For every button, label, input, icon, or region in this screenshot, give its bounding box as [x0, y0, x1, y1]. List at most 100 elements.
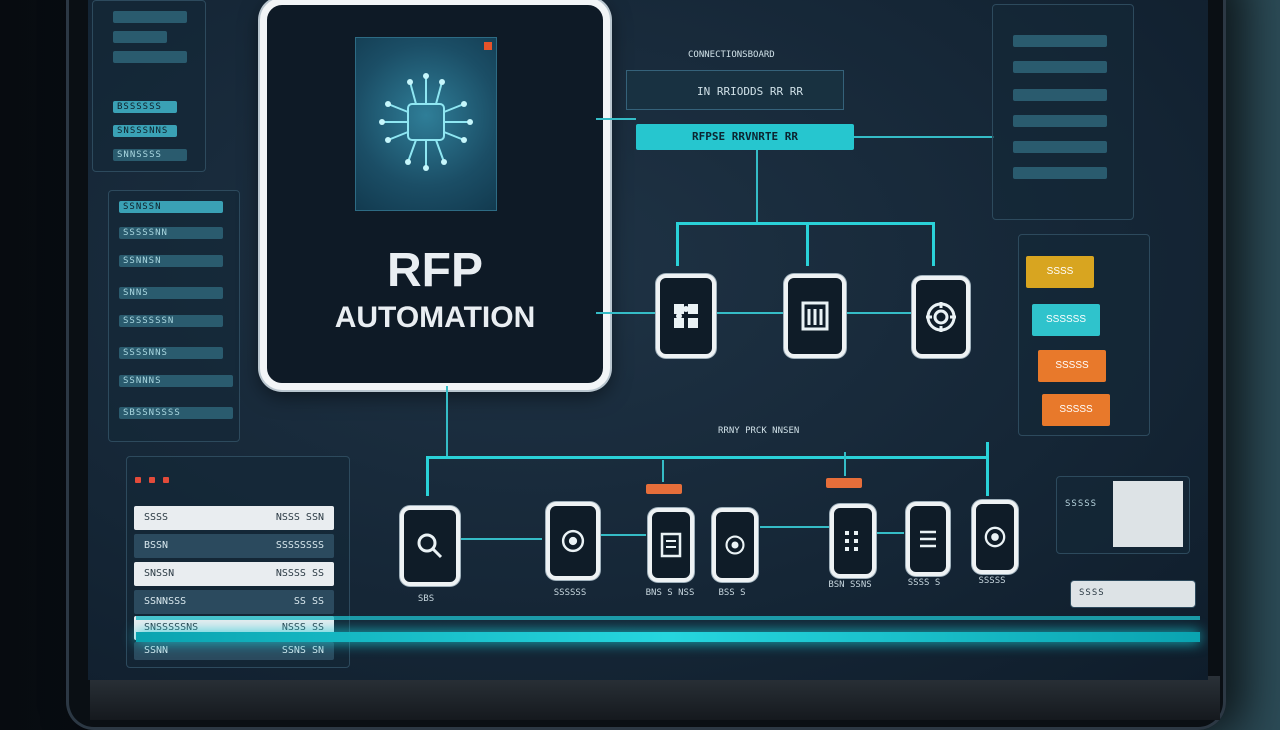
- connector-line: [844, 452, 846, 476]
- slider-row[interactable]: [1013, 61, 1107, 73]
- status-tag: [826, 478, 862, 488]
- connector-line: [662, 460, 664, 482]
- status-tag: [646, 484, 682, 494]
- gear-icon: [725, 535, 745, 555]
- connector-line: [854, 136, 994, 138]
- step-node-document[interactable]: [830, 504, 876, 578]
- step-label: BNS S NSS: [645, 588, 695, 598]
- connector-line: [676, 222, 679, 266]
- panel-row[interactable]: SSNSSN: [119, 201, 223, 213]
- header-box-text: IN RRIODDS RR RR: [697, 85, 803, 98]
- connector-line: [716, 312, 784, 314]
- connector-line: [596, 312, 656, 314]
- panel-row[interactable]: SSSSNNS: [119, 347, 223, 359]
- card-subtitle: AUTOMATION: [334, 301, 536, 334]
- slider-row[interactable]: [1013, 115, 1107, 127]
- monitor-base: [90, 676, 1220, 720]
- panel-row[interactable]: BSSSSSS: [113, 101, 177, 113]
- action-button-yellow[interactable]: SSSS: [1026, 256, 1094, 288]
- puzzle-icon: [674, 304, 698, 328]
- panel-row[interactable]: SSNNNS: [119, 375, 233, 387]
- table-row[interactable]: SSNN SSNS SN: [134, 642, 334, 660]
- step-label: BSS S: [718, 588, 746, 598]
- panel-row[interactable]: [113, 31, 167, 43]
- alert-icon: [135, 477, 141, 483]
- monitor-screen: BSSSSSS SNSSSNNS SNNSSSS SSNSSN SSSSSNN …: [88, 0, 1208, 680]
- panel-row[interactable]: SSSSSSSN: [119, 315, 223, 327]
- header-box[interactable]: IN RRIODDS RR RR: [626, 70, 844, 110]
- connector-line: [426, 456, 429, 496]
- slider-row[interactable]: [1013, 141, 1107, 153]
- connector-line: [426, 456, 988, 459]
- ai-chip-icon: [355, 37, 497, 211]
- connector-line: [596, 118, 636, 120]
- panel-row[interactable]: SNNSSSS: [113, 149, 187, 161]
- table-row[interactable]: SNSSN NSSSS SS: [134, 562, 334, 586]
- preview-box[interactable]: [1113, 481, 1183, 547]
- right-bottom-panel: SSSSS: [1056, 476, 1190, 554]
- step-node-gear[interactable]: [546, 502, 600, 580]
- search-icon: [417, 533, 443, 559]
- highlight-box-text: RFPSE RRVNRTE RR: [692, 130, 798, 143]
- table-row[interactable]: SSSS NSSS SSN: [134, 506, 334, 530]
- table-row[interactable]: SSNNSSS SS SS: [134, 590, 334, 614]
- gear-icon: [984, 526, 1006, 548]
- panel-row[interactable]: SBSSNSSSS: [119, 407, 233, 419]
- action-button-orange[interactable]: SSSSS: [1038, 350, 1106, 382]
- connector-line: [756, 150, 758, 222]
- right-bottom-left-label: SSSSS: [1065, 499, 1098, 509]
- panel-row[interactable]: [113, 11, 187, 23]
- right-footer-label: SSSS: [1079, 588, 1105, 598]
- screen-divider: [136, 616, 1200, 620]
- header-label: CONNECTIONSBOARD: [688, 50, 775, 60]
- lower-flow-header: RRNY PRCK NNSEN: [718, 426, 800, 436]
- dashboard-icon: [660, 532, 682, 558]
- gear-icon: [561, 529, 585, 553]
- step-label: BSN SSNS: [828, 580, 872, 590]
- step-node-checklist[interactable]: [906, 502, 950, 576]
- connector-line: [932, 222, 935, 266]
- highlight-box[interactable]: RFPSE RRVNRTE RR: [636, 124, 854, 150]
- process-node-document[interactable]: [784, 274, 846, 358]
- rfp-automation-card[interactable]: RFP AUTOMATION: [260, 0, 610, 390]
- left-middle-panel: SSNSSN SSSSSNN SSNNSN SNNS SSSSSSSN SSSS…: [108, 190, 240, 442]
- right-footer-bar[interactable]: SSSS: [1070, 580, 1196, 608]
- panel-row[interactable]: SNSSSNNS: [113, 125, 177, 137]
- connector-line: [986, 442, 989, 496]
- panel-row[interactable]: SNNS: [119, 287, 223, 299]
- left-top-panel: BSSSSSS SNSSSNNS SNNSSSS: [92, 0, 206, 172]
- panel-row[interactable]: [113, 51, 187, 63]
- connector-line: [676, 222, 934, 225]
- document-icon: [845, 531, 858, 551]
- step-label: SSSSS: [978, 576, 1006, 586]
- document-icon: [801, 301, 829, 331]
- status-marker: [484, 42, 492, 50]
- connector-line: [600, 534, 646, 536]
- step-node-gear-3[interactable]: [972, 500, 1018, 574]
- step-node-gear-2[interactable]: [712, 508, 758, 582]
- step-label: SSSS S: [907, 578, 941, 588]
- action-button-orange-2[interactable]: SSSSS: [1042, 394, 1110, 426]
- panel-row[interactable]: SSSSSNN: [119, 227, 223, 239]
- slider-row[interactable]: [1013, 167, 1107, 179]
- connector-line: [760, 526, 830, 528]
- alert-icon: [163, 477, 169, 483]
- step-node-search[interactable]: [400, 506, 460, 586]
- screen-glow-bar: [136, 632, 1200, 642]
- table-row[interactable]: BSSN SSSSSSSS: [134, 534, 334, 558]
- step-label: SBS: [417, 594, 435, 604]
- panel-row[interactable]: SSNNSN: [119, 255, 223, 267]
- connector-line: [460, 538, 542, 540]
- gear-icon: [926, 302, 956, 332]
- process-node-puzzle[interactable]: [656, 274, 716, 358]
- alert-icon: [149, 477, 155, 483]
- action-button-teal[interactable]: SSSSSS: [1032, 304, 1100, 336]
- connector-line: [870, 532, 904, 534]
- process-node-gear[interactable]: [912, 276, 970, 358]
- slider-row[interactable]: [1013, 35, 1107, 47]
- step-node-dashboard[interactable]: [648, 508, 694, 582]
- connector-line: [446, 386, 448, 456]
- checklist-icon: [920, 530, 936, 548]
- connector-line: [844, 312, 914, 314]
- slider-row[interactable]: [1013, 89, 1107, 101]
